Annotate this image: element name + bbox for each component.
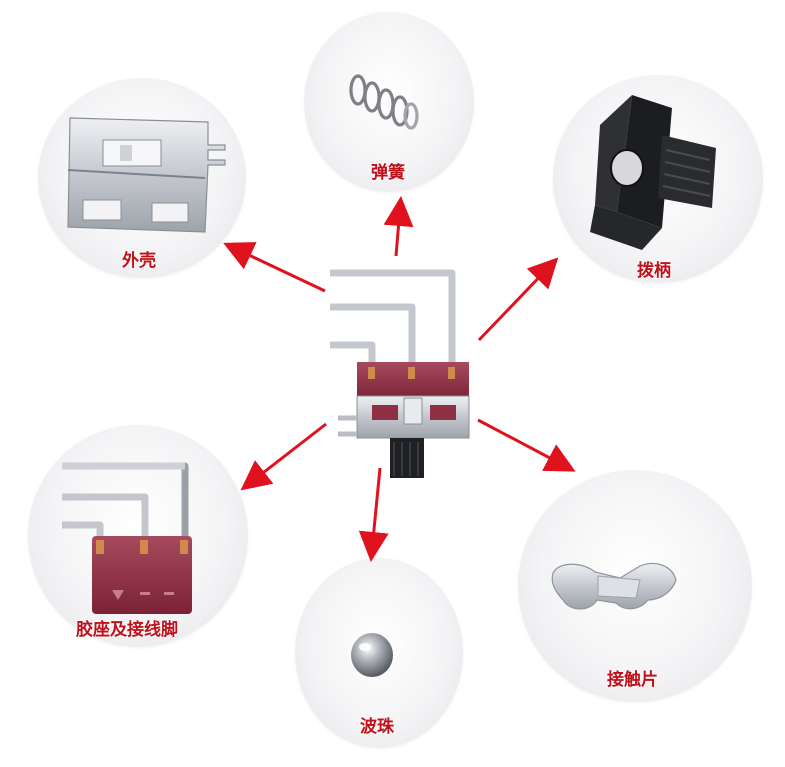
arrow-to-lever	[477, 257, 559, 342]
base-label: 胶座及接线脚	[76, 620, 178, 640]
contact-part	[551, 562, 677, 610]
arrow-to-spring	[383, 196, 414, 257]
spring-part	[349, 74, 419, 130]
ball-part	[351, 633, 393, 677]
arrows	[223, 196, 576, 562]
lever-label: 拨柄	[637, 261, 671, 281]
arrow-to-contact	[477, 418, 576, 472]
shell-label: 外壳	[122, 251, 156, 271]
lever-part	[590, 95, 716, 250]
spring-bubble	[304, 12, 474, 192]
arrow-to-shell	[223, 242, 326, 293]
spring-label: 弹簧	[371, 163, 405, 183]
arrow-to-ball	[358, 467, 389, 562]
arrow-to-base	[240, 422, 327, 491]
base-part	[62, 462, 192, 614]
shell-part	[67, 117, 226, 233]
ball-label: 波珠	[360, 717, 394, 737]
assembled-switch	[330, 269, 470, 478]
contact-label: 接触片	[607, 670, 658, 690]
